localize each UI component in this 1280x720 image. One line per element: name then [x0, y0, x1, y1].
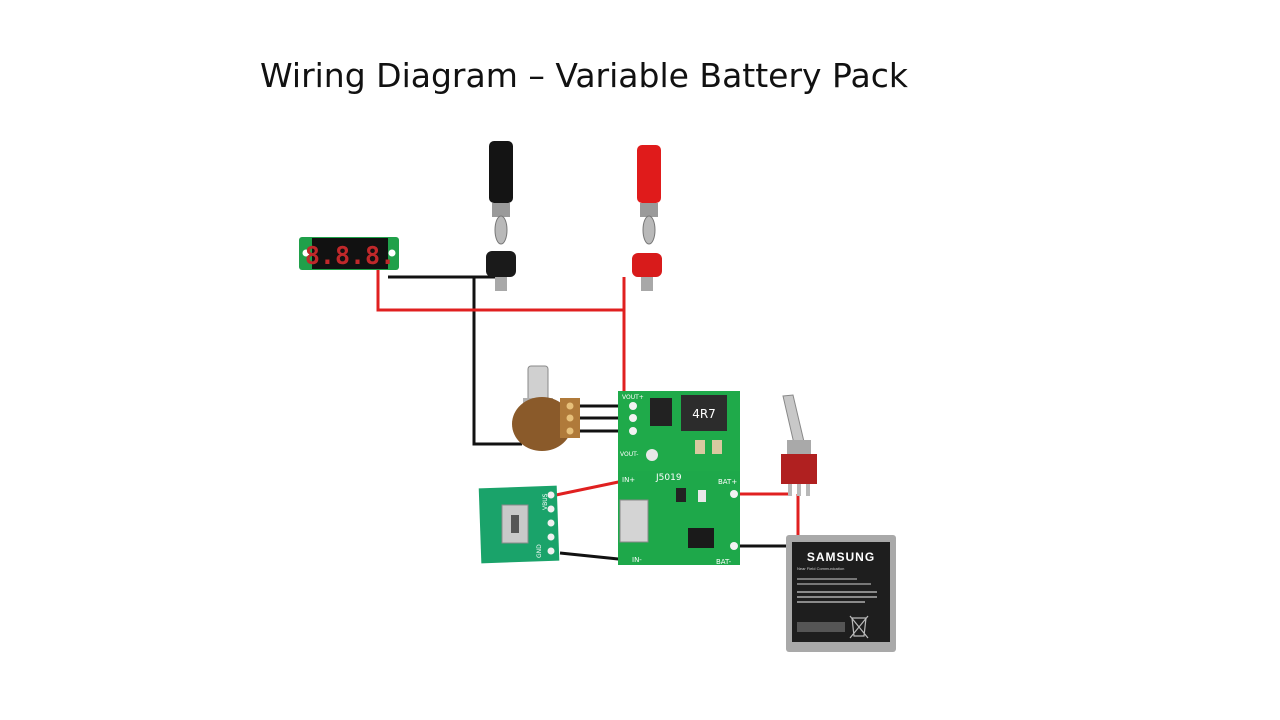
boost-vout-minus-label: VOUT- — [620, 451, 638, 458]
black-plug-handle — [489, 141, 513, 203]
red-banana-connector — [632, 145, 662, 291]
boost-vout-plus-label: VOUT+ — [622, 394, 644, 401]
battery-fine-print-4 — [797, 596, 877, 598]
switch-pin-1 — [788, 484, 792, 496]
pot-pin-3 — [566, 427, 574, 435]
black-banana-connector — [486, 141, 516, 291]
boost-cap-1 — [695, 440, 705, 454]
usb-pad-1 — [547, 491, 555, 499]
black-plug-collar — [492, 203, 510, 217]
potentiometer — [512, 365, 580, 451]
charger-usb-port — [619, 499, 649, 543]
voltmeter-display — [312, 238, 388, 269]
battery-fine-print-1 — [797, 578, 857, 580]
micro-usb-breakout: VBUS GND — [478, 485, 560, 564]
red-plug-pin — [642, 215, 656, 245]
battery: SAMSUNG Near Field Communication — [786, 535, 896, 652]
switch-pin-3 — [806, 484, 810, 496]
charger-bat-minus-label: BAT- — [716, 558, 732, 566]
pot-shaft — [527, 365, 549, 403]
usb-breakout-slot — [511, 515, 519, 533]
voltmeter-mount-hole-left — [302, 249, 310, 257]
red-plug-handle — [637, 145, 661, 203]
wire-black-usb-gnd-to-in-minus — [559, 551, 629, 562]
voltmeter: 8.8.8. — [299, 237, 399, 270]
black-plug-pin — [494, 215, 508, 245]
wires — [376, 270, 800, 562]
usb-pad-4 — [547, 533, 555, 541]
battery-fine-print-3 — [797, 591, 877, 593]
switch-bushing — [787, 440, 811, 454]
wire-red-voltmeter-to-vout — [376, 270, 624, 312]
red-plug-collar — [640, 203, 658, 217]
charger-pad-bat-plus — [730, 490, 738, 498]
toggle-switch — [781, 394, 817, 496]
boost-pad-3 — [629, 427, 637, 435]
battery-fine-print-2 — [797, 583, 871, 585]
usb-vbus-label: VBUS — [542, 493, 549, 510]
charger-in-plus-label: IN+ — [622, 476, 635, 484]
diagram-title: Wiring Diagram – Variable Battery Pack — [260, 56, 908, 95]
pot-pin-2 — [566, 414, 574, 422]
black-jack-body — [486, 251, 516, 277]
usb-pad-3 — [547, 519, 555, 527]
switch-body — [781, 454, 817, 484]
boost-pad-1 — [629, 402, 637, 410]
boost-converter-board: 4R7 VOUT+ VOUT- — [618, 391, 740, 471]
red-jack-body — [632, 253, 662, 277]
wire-black-jack-to-potentiometer — [472, 277, 522, 446]
pot-body — [512, 397, 572, 451]
battery-subtitle: Near Field Communication — [797, 566, 844, 571]
switch-pin-2 — [797, 484, 801, 496]
charger-part-1 — [676, 488, 686, 502]
boost-inductor-label: 4R7 — [692, 407, 716, 421]
boost-trimmer — [646, 449, 658, 461]
charger-chip-label: J5019 — [655, 473, 682, 483]
charger-pad-bat-minus — [730, 542, 738, 550]
charger-ic — [688, 528, 714, 548]
charger-bat-plus-label: BAT+ — [718, 478, 737, 486]
wire-red-usb-vbus-to-in-plus — [555, 478, 629, 497]
battery-brand: SAMSUNG — [807, 550, 875, 564]
usb-pad-5 — [547, 547, 555, 555]
voltmeter-mount-hole-right — [388, 249, 396, 257]
battery-certification-icons — [797, 622, 845, 632]
voltmeter-digits: 8.8.8. — [305, 241, 395, 270]
battery-recycle-bin-icon — [849, 615, 869, 639]
black-jack-terminal — [495, 277, 507, 291]
boost-chip — [650, 398, 672, 426]
charger-in-minus-label: IN- — [632, 556, 642, 564]
usb-gnd-label: GND — [536, 544, 543, 558]
charger-part-2 — [698, 490, 706, 502]
usb-pad-2 — [547, 505, 555, 513]
boost-pad-2 — [629, 414, 637, 422]
red-jack-terminal — [641, 277, 653, 291]
pot-pin-1 — [566, 402, 574, 410]
charger-module-board: J5019 IN+ IN- BAT+ BAT- — [618, 471, 740, 566]
boost-cap-2 — [712, 440, 722, 454]
boost-inductor — [681, 395, 727, 431]
battery-fine-print-5 — [797, 601, 865, 603]
